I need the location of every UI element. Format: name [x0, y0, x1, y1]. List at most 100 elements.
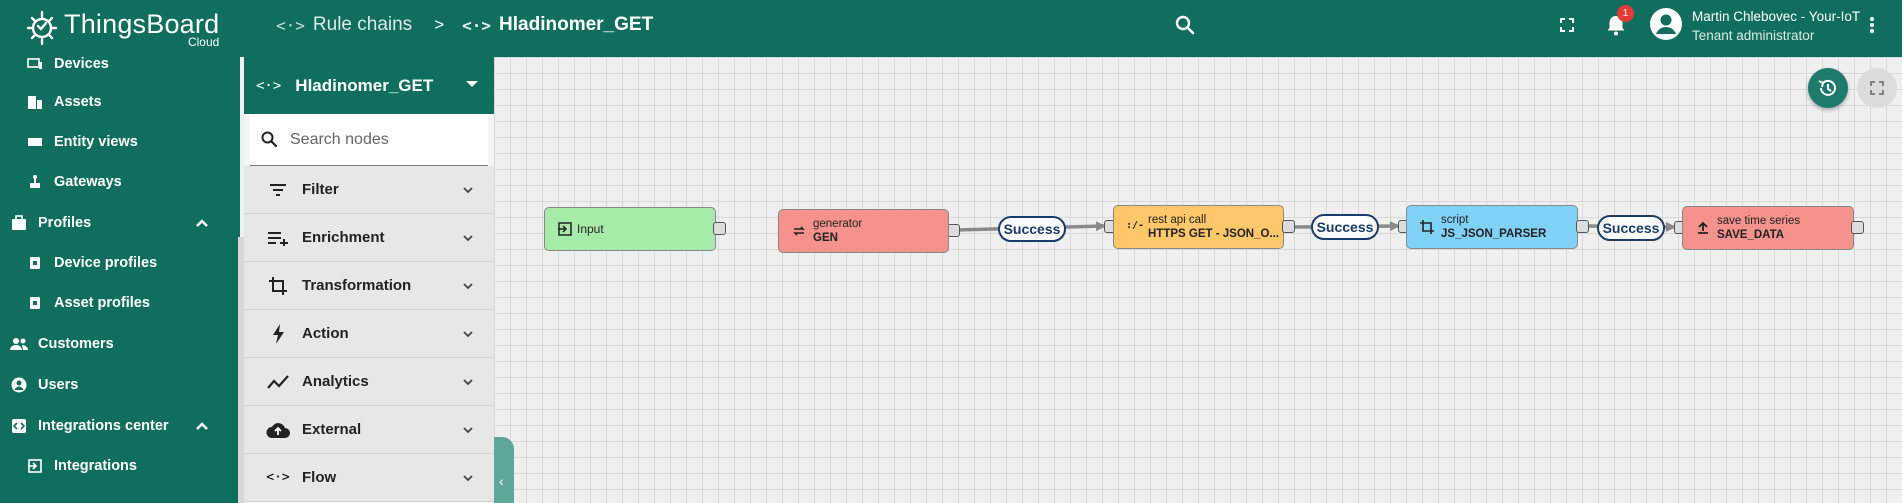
node-type: generator: [813, 218, 863, 230]
sidebar-item-label: Gateways: [54, 174, 122, 190]
sidebar-scrollbar[interactable]: [238, 237, 244, 503]
save-output-port[interactable]: [1851, 221, 1864, 234]
node-type: script: [1441, 214, 1469, 226]
crop-icon: [1420, 220, 1434, 234]
rule-chain-icon: <·>: [276, 15, 305, 35]
notification-badge: 1: [1617, 5, 1634, 22]
sidebar-item-device-profiles[interactable]: Device profiles: [26, 254, 157, 272]
sidebar-item-label: Asset profiles: [54, 295, 150, 311]
breadcrumb: <·> Rule chains > <·> Hladinomer_GET: [276, 0, 653, 50]
action-icon: [266, 322, 290, 346]
category-analytics[interactable]: Analytics: [244, 358, 494, 406]
external-icon: [266, 418, 290, 442]
node-name: HTTPS GET - JSON_O...: [1148, 228, 1279, 240]
sidebar-item-asset-profiles[interactable]: Asset profiles: [26, 294, 150, 312]
script-output-port[interactable]: [1576, 220, 1589, 233]
logo[interactable]: ThingsBoard Cloud: [22, 6, 219, 50]
chevron-left-icon: ‹: [499, 473, 504, 489]
rule-chain-icon: <·>: [462, 15, 492, 35]
sidebar-item-label: Entity views: [54, 134, 138, 150]
sidebar: Devices Assets Entity views Gateways Pro…: [0, 57, 240, 503]
canvas-fullscreen-button[interactable]: [1857, 68, 1897, 108]
sidebar-item-gateways[interactable]: Gateways: [26, 173, 122, 191]
input-icon: [558, 222, 572, 236]
rule-chain-canvas[interactable]: [494, 57, 1902, 503]
repeat-icon: [793, 226, 805, 236]
sidebar-item-integrations-center[interactable]: Integrations center: [10, 417, 230, 435]
sidebar-item-profiles[interactable]: Profiles: [10, 214, 230, 232]
sidebar-item-assets[interactable]: Assets: [26, 93, 102, 111]
category-label: External: [302, 421, 362, 438]
enrichment-icon: [266, 226, 290, 250]
sidebar-item-label: Integrations: [54, 458, 137, 474]
integrations-center-icon: [10, 417, 28, 435]
brand-sub: Cloud: [187, 35, 220, 49]
rule-chain-title: Hladinomer_GET: [295, 75, 434, 95]
profiles-icon: [10, 214, 28, 232]
sidebar-item-devices[interactable]: Devices: [26, 57, 109, 73]
sidebar-item-label: Profiles: [38, 215, 92, 231]
category-label: Action: [302, 325, 349, 342]
input-node[interactable]: Input: [544, 207, 716, 251]
sidebar-item-label: Device profiles: [54, 255, 158, 271]
category-action[interactable]: Action: [244, 310, 494, 358]
more-vert-icon[interactable]: [1867, 15, 1877, 35]
sidebar-item-entity-views[interactable]: Entity views: [26, 133, 138, 151]
chevron-up-icon: [196, 422, 208, 430]
category-flow[interactable]: <·> Flow: [244, 454, 494, 502]
chevron-down-icon: [463, 187, 473, 194]
category-label: Flow: [302, 469, 337, 486]
customers-icon: [10, 335, 28, 353]
search-icon[interactable]: [1173, 13, 1197, 37]
node-type: save time series: [1717, 215, 1801, 227]
breadcrumb-separator: >: [434, 15, 445, 34]
collapse-panel-button[interactable]: ‹: [494, 437, 514, 503]
category-label: Transformation: [302, 277, 412, 294]
category-external[interactable]: External: [244, 406, 494, 454]
search-nodes-input[interactable]: [290, 128, 480, 152]
link-label-success[interactable]: Success: [998, 216, 1066, 242]
fullscreen-icon[interactable]: [1556, 14, 1578, 36]
node-name: GEN: [813, 232, 838, 244]
breadcrumb-current-label: Hladinomer_GET: [499, 14, 654, 35]
thingsboard-logo-icon: [26, 10, 58, 46]
analytics-icon: [266, 370, 290, 394]
category-filter[interactable]: Filter: [244, 166, 494, 214]
sidebar-item-label: Customers: [38, 336, 114, 352]
rule-chain-selector[interactable]: <·> Hladinomer_GET: [244, 57, 494, 114]
category-transformation[interactable]: Transformation: [244, 262, 494, 310]
sidebar-item-users[interactable]: Users: [10, 376, 78, 394]
upload-icon: [1698, 221, 1708, 234]
link-label-success[interactable]: Success: [1311, 214, 1379, 240]
link-label-success[interactable]: Success: [1597, 215, 1665, 241]
category-enrichment[interactable]: Enrichment: [244, 214, 494, 262]
script-node[interactable]: script JS_JSON_PARSER: [1406, 205, 1578, 249]
sidebar-item-customers[interactable]: Customers: [10, 335, 114, 353]
rest-api-call-node[interactable]: :/- rest api call HTTPS GET - JSON_O...: [1113, 205, 1284, 249]
top-bar: ThingsBoard Cloud <·> Rule chains > <·> …: [0, 0, 1902, 57]
sidebar-item-integrations[interactable]: Integrations: [26, 457, 137, 475]
history-icon: [1818, 79, 1836, 96]
rest-output-port[interactable]: [1282, 220, 1295, 233]
save-time-series-node[interactable]: save time series SAVE_DATA: [1682, 206, 1854, 250]
generator-node[interactable]: generator GEN: [778, 209, 949, 253]
avatar[interactable]: [1649, 7, 1683, 41]
category-label: Enrichment: [302, 229, 385, 246]
chevron-up-icon: [196, 219, 208, 227]
version-history-button[interactable]: [1808, 68, 1848, 108]
entity-views-icon: [26, 133, 44, 151]
category-label: Filter: [302, 181, 339, 198]
breadcrumb-current: <·> Hladinomer_GET: [462, 14, 653, 36]
sidebar-item-label: Users: [38, 377, 79, 393]
input-output-port[interactable]: [713, 222, 726, 235]
chevron-down-icon: [463, 235, 473, 242]
user-info[interactable]: Martin Chlebovec - Your-IoT Tenant admin…: [1692, 7, 1860, 45]
chevron-down-icon: [463, 331, 473, 338]
node-library-panel: <·> Hladinomer_GET Filter Enrichment Tra…: [244, 57, 494, 503]
devices-icon: [26, 57, 44, 73]
flow-icon: <·>: [266, 470, 290, 485]
node-name: JS_JSON_PARSER: [1441, 228, 1547, 240]
sidebar-item-label: Devices: [54, 57, 109, 72]
breadcrumb-rule-chains[interactable]: <·> Rule chains: [276, 14, 412, 36]
user-role: Tenant administrator: [1692, 28, 1815, 43]
